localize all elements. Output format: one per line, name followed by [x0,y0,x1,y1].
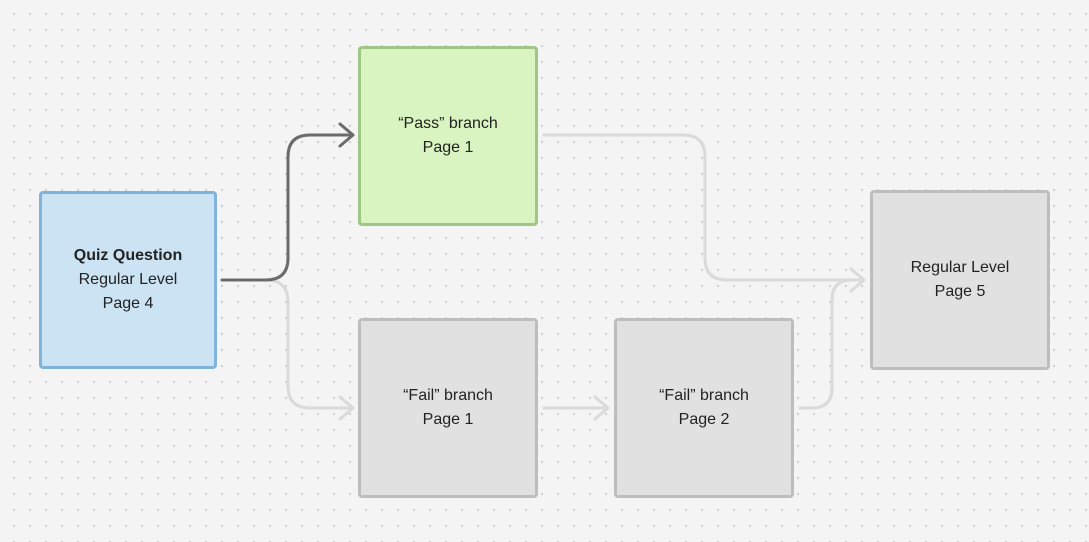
pass-branch-page-1-node[interactable]: “Pass” branch Page 1 [358,46,538,226]
node-title: Quiz Question [73,247,183,264]
node-label: “Pass” branch [398,115,498,132]
connector-quiz-to-pass [220,133,353,282]
quiz-question-node[interactable]: Quiz Question Regular Level Page 4 [39,191,217,369]
connector-fail2-to-regular5 [798,278,864,410]
regular-level-page-5-node[interactable]: Regular Level Page 5 [870,190,1050,370]
node-level: Regular Level [78,271,178,288]
node-page: Page 1 [422,139,474,156]
fail-branch-page-2-node[interactable]: “Fail” branch Page 2 [614,318,794,498]
node-page: Page 2 [678,411,730,428]
node-label: “Fail” branch [659,387,749,404]
node-level: Regular Level [910,259,1010,276]
arrowhead-regular5 [849,267,866,293]
node-label: “Fail” branch [403,387,493,404]
arrowhead-pass [338,122,355,148]
fail-branch-page-1-node[interactable]: “Fail” branch Page 1 [358,318,538,498]
node-page: Page 4 [102,295,154,312]
connector-pass-to-regular5 [542,133,864,282]
arrowhead-fail1 [338,395,355,421]
node-page: Page 1 [422,411,474,428]
connector-quiz-to-fail1 [220,278,353,410]
arrowhead-fail2 [593,395,610,421]
node-page: Page 5 [934,283,986,300]
